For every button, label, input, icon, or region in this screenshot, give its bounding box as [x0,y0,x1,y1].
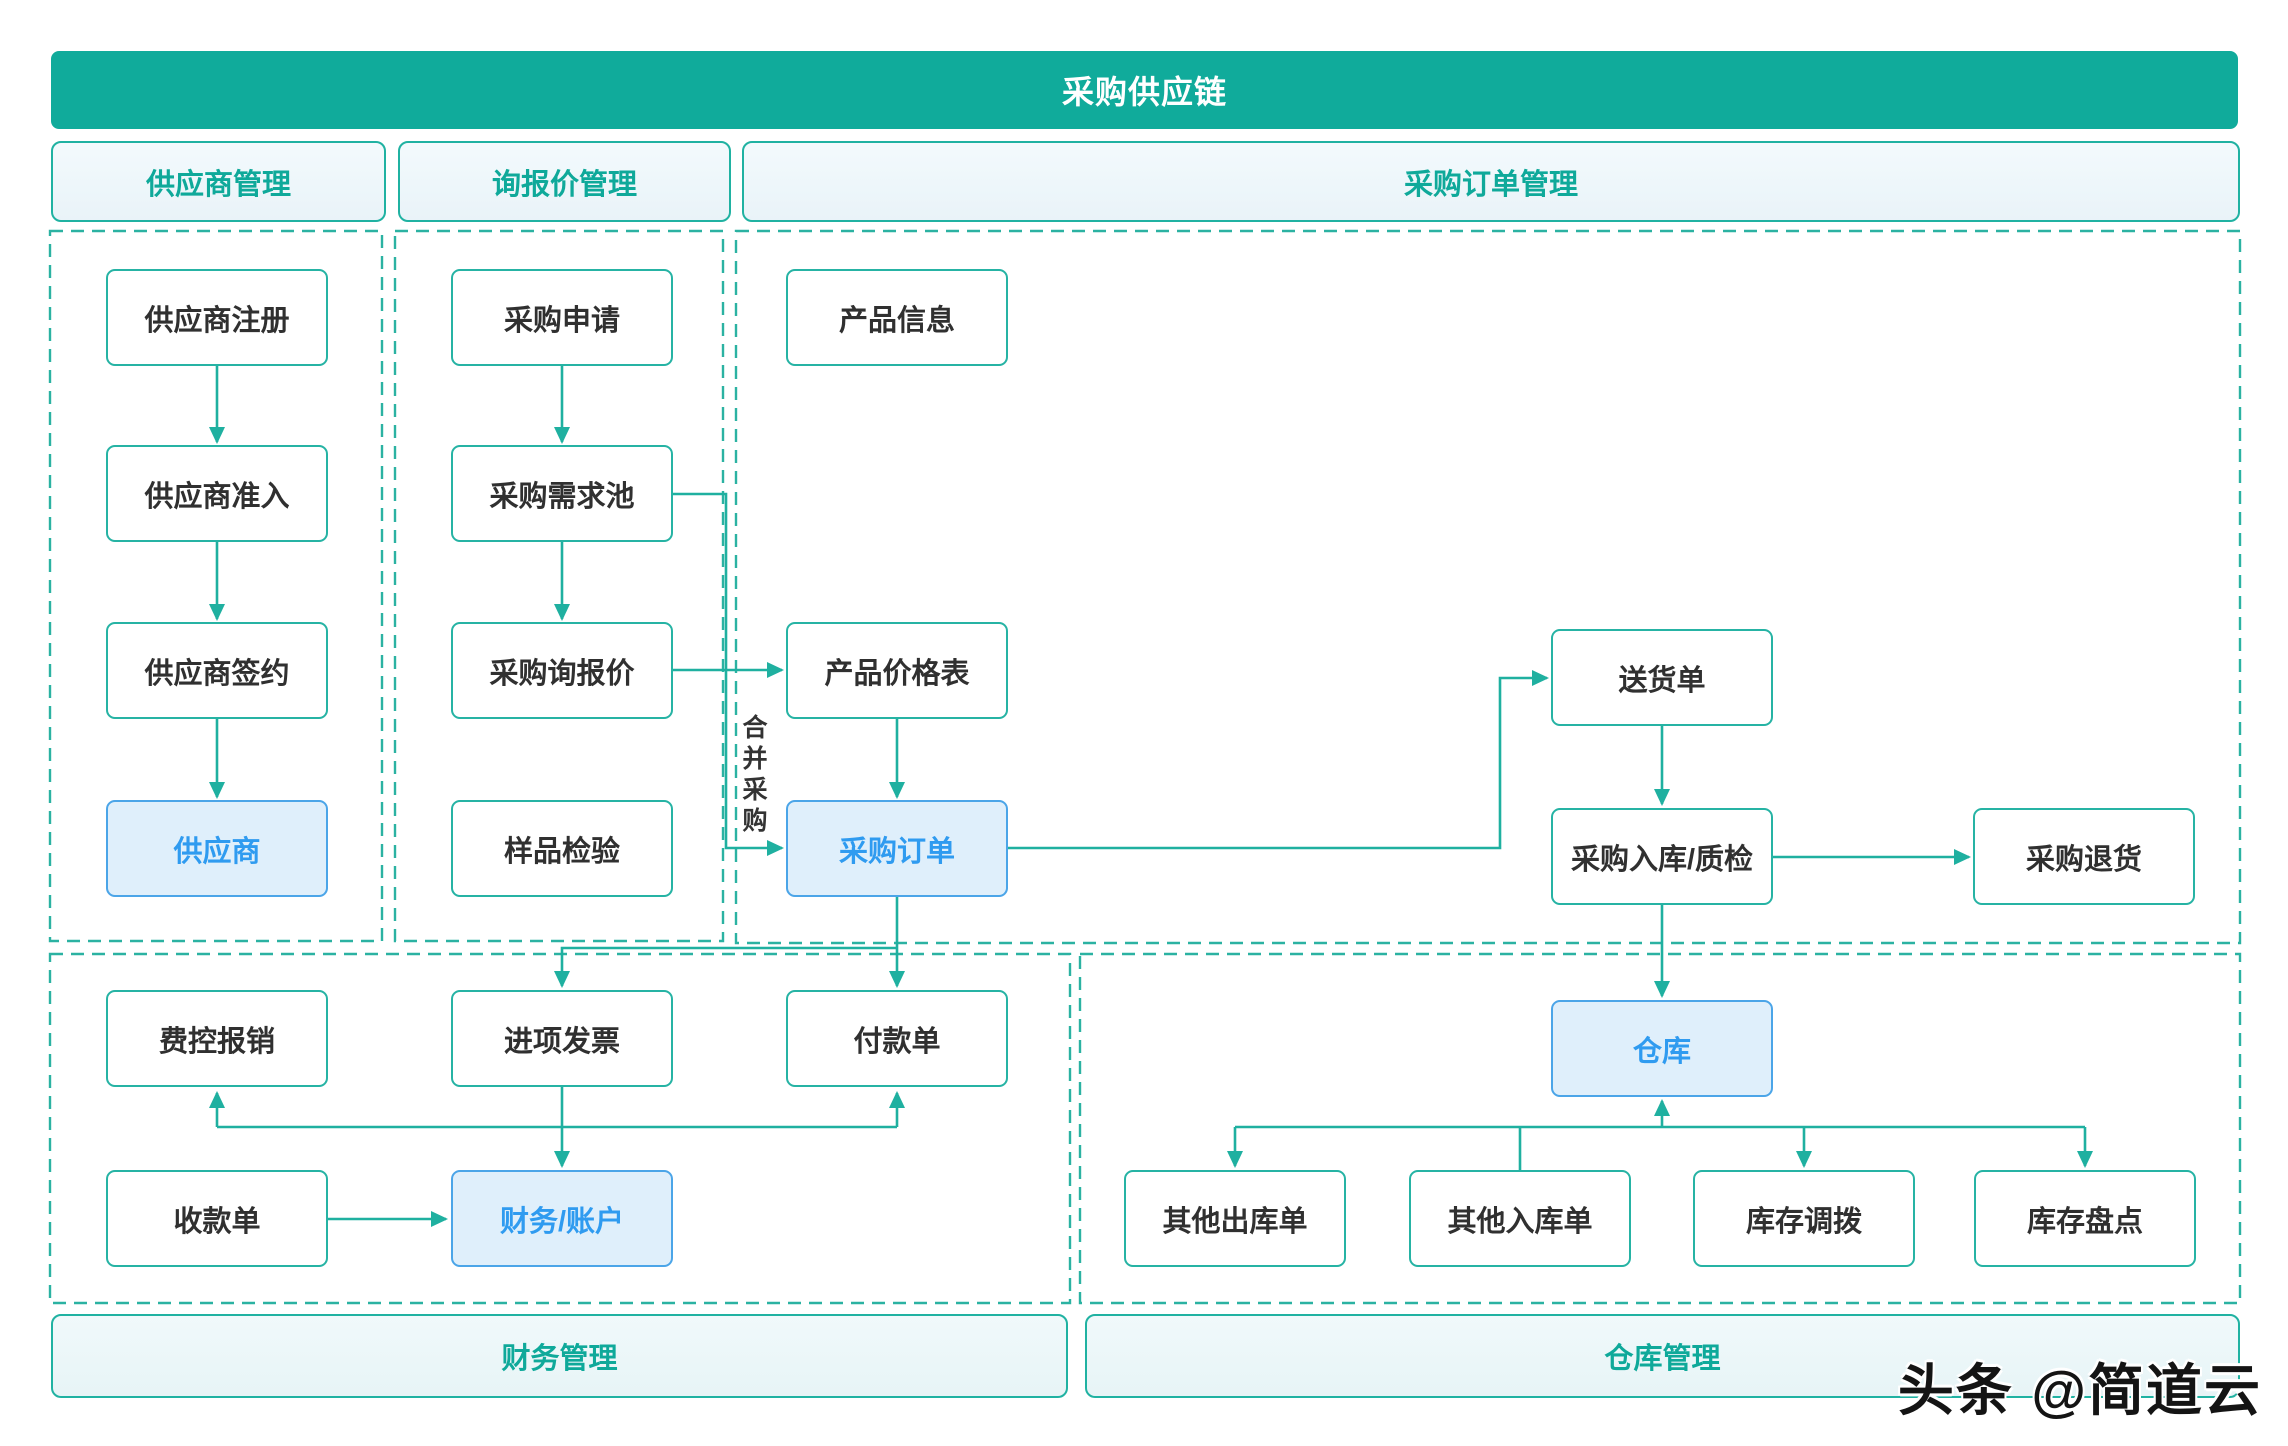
node-label: 进项发票 [503,1025,620,1058]
node-warehouse: 仓库 [1551,1000,1773,1097]
node-label: 其他出库单 [1162,1205,1308,1238]
node-payment-note: 付款单 [786,990,1008,1087]
section-header-supplier-management: 供应商管理 [51,141,386,222]
container-order-management [734,229,2242,945]
section-footer-warehouse-management: 仓库管理 [1085,1314,2240,1398]
node-receipt-note: 收款单 [106,1170,328,1267]
node-product-info: 产品信息 [786,269,1008,366]
node-label: 产品信息 [838,304,955,337]
node-label: 采购订单 [838,835,955,868]
node-label: 样品检验 [503,835,620,868]
node-delivery-note: 送货单 [1551,629,1773,726]
edge-order-to-invoice [554,946,897,988]
diagram-title-banner: 采购供应链 [51,51,2238,129]
node-supplier-access: 供应商准入 [106,445,328,542]
node-stock-count: 库存盘点 [1974,1170,2196,1267]
node-stock-transfer: 库存调拨 [1693,1170,1915,1267]
node-label: 产品价格表 [824,657,970,690]
container-finance-management [48,952,1072,1305]
edge-order-to-delivery [1008,670,1549,850]
node-label: 付款单 [853,1025,941,1058]
container-inquiry-management [393,229,725,943]
section-header-inquiry-management: 询报价管理 [398,141,731,222]
section-header-label: 采购订单管理 [1403,168,1578,201]
node-expense-reimburse: 费控报销 [106,990,328,1087]
node-label: 供应商准入 [144,480,290,513]
node-label: 收款单 [173,1205,261,1238]
node-label: 采购询报价 [489,657,635,690]
node-inbound-qc: 采购入库/质检 [1551,808,1773,905]
section-header-order-management: 采购订单管理 [742,141,2240,222]
node-supplier-sign: 供应商签约 [106,622,328,719]
section-footer-label: 仓库管理 [1604,1343,1721,1375]
node-purchase-return: 采购退货 [1973,808,2195,905]
node-purchase-order: 采购订单 [786,800,1008,897]
node-label: 采购申请 [503,304,620,337]
node-label: 库存盘点 [2026,1205,2143,1238]
node-other-outbound: 其他出库单 [1124,1170,1346,1267]
container-warehouse-management [1078,952,2242,1305]
node-purchase-inquiry: 采购询报价 [451,622,673,719]
node-label: 采购入库/质检 [1570,843,1754,876]
section-header-label: 询报价管理 [491,168,637,201]
node-input-invoice: 进项发票 [451,990,673,1087]
node-label: 财务/账户 [499,1205,625,1238]
node-label: 其他入库单 [1447,1205,1593,1238]
node-label: 送货单 [1618,664,1706,697]
section-header-label: 供应商管理 [145,168,291,201]
edge-label-merge-purchase: 合并采购 [739,714,767,838]
node-other-inbound: 其他入库单 [1409,1170,1631,1267]
node-label: 库存调拨 [1745,1205,1862,1238]
diagram-title: 采购供应链 [1061,74,1227,110]
node-finance-account: 财务/账户 [451,1170,673,1267]
node-label: 供应商签约 [144,657,290,690]
node-price-list: 产品价格表 [786,622,1008,719]
node-label: 供应商注册 [144,304,290,337]
section-footer-finance-management: 财务管理 [51,1314,1068,1398]
node-purchase-request: 采购申请 [451,269,673,366]
node-supplier: 供应商 [106,800,328,897]
section-footer-label: 财务管理 [501,1343,618,1375]
node-demand-pool: 采购需求池 [451,445,673,542]
node-label: 费控报销 [158,1025,275,1058]
node-label: 采购退货 [2025,843,2142,876]
node-sample-inspection: 样品检验 [451,800,673,897]
node-label: 供应商 [173,835,261,868]
container-supplier-management [48,229,384,943]
node-supplier-register: 供应商注册 [106,269,328,366]
watermark-toutiao-jiandaoyun: 头条 @简道云 [1897,1359,2262,1422]
node-label: 仓库 [1632,1035,1691,1068]
node-label: 采购需求池 [489,480,635,513]
